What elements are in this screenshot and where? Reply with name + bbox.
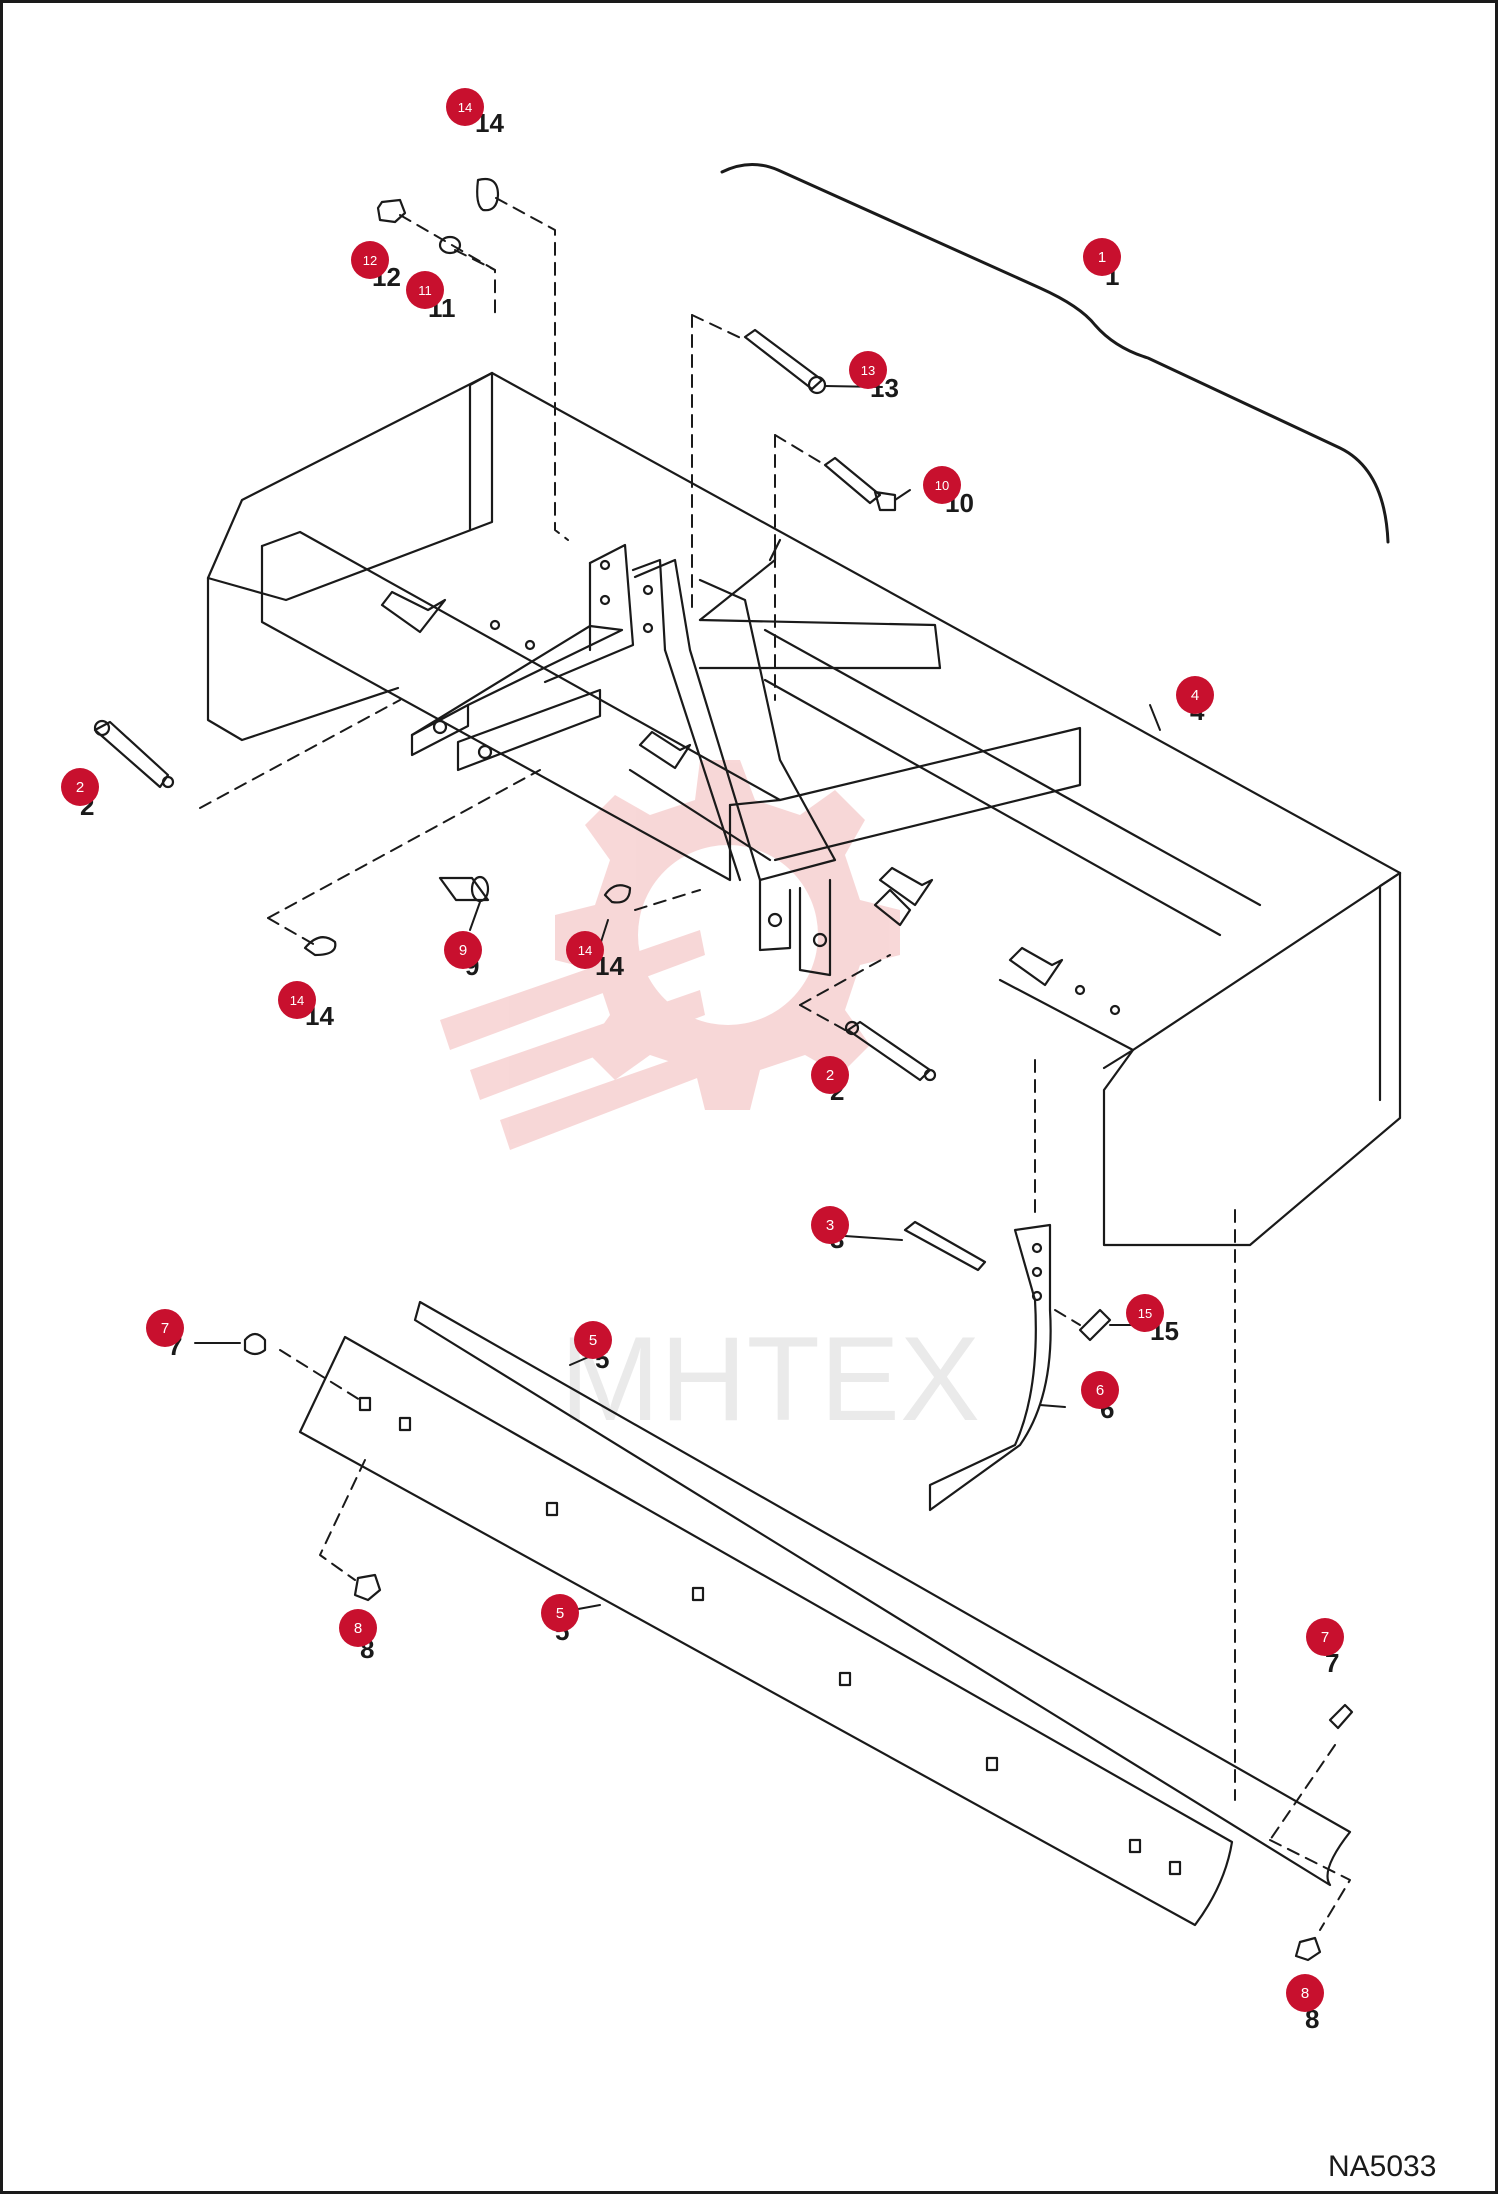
callout-number: 3 <box>826 1217 834 1234</box>
callout-c10[interactable]: 10 <box>923 466 961 504</box>
callout-badge-circle <box>351 241 389 279</box>
watermark-stripes <box>440 930 705 1150</box>
callout-c14c[interactable]: 14 <box>278 981 316 1019</box>
a-frame-hitch <box>410 543 837 977</box>
callout-number: 2 <box>826 1067 834 1084</box>
callout-badge-circle <box>444 931 482 969</box>
callout-number: 2 <box>76 779 84 796</box>
callout-number: 12 <box>363 253 377 268</box>
watermark-logo: МНТЕХ <box>440 760 980 1446</box>
callout-number: 6 <box>1096 1382 1104 1399</box>
callout-number: 1 <box>1098 249 1106 266</box>
callout-badge-circle <box>339 1609 377 1647</box>
watermark-text: МНТЕХ <box>560 1312 980 1446</box>
callout-number: 7 <box>1321 1629 1329 1646</box>
callout-badge-circle <box>278 981 316 1019</box>
callout-c12[interactable]: 12 <box>351 241 389 279</box>
callout-c9[interactable]: 9 <box>444 931 482 969</box>
callout-c2a[interactable]: 2 <box>61 768 99 806</box>
callout-badge-circle <box>406 271 444 309</box>
callout-badge-circle <box>1176 676 1214 714</box>
callout-badge-circle <box>1083 238 1121 276</box>
box-blade-body <box>206 371 1402 1247</box>
callout-badge-circle <box>811 1206 849 1244</box>
callout-badge-circle <box>574 1321 612 1359</box>
callout-number: 14 <box>290 993 304 1008</box>
callout-number: 7 <box>161 1320 169 1337</box>
callout-badge-circle <box>1126 1294 1164 1332</box>
callout-badge-circle <box>1081 1371 1119 1409</box>
callout-number: 13 <box>861 363 875 378</box>
callout-c4[interactable]: 4 <box>1176 676 1214 714</box>
callout-c2b[interactable]: 2 <box>811 1056 849 1094</box>
callout-c7a[interactable]: 7 <box>146 1309 184 1347</box>
callout-number: 9 <box>459 942 467 959</box>
assembly-dash-lines <box>199 197 1351 1931</box>
callout-c13[interactable]: 13 <box>849 351 887 389</box>
callout-number: 5 <box>589 1332 597 1349</box>
callout-number: 14 <box>578 943 592 958</box>
shank-mounts <box>380 590 1121 1016</box>
callout-number: 14 <box>458 100 472 115</box>
drawing-code: NA5033 <box>1328 2150 1436 2183</box>
callout-badge-circle <box>566 931 604 969</box>
callout-badge-circle <box>1306 1618 1344 1656</box>
callout-badge-circle <box>849 351 887 389</box>
callout-number: 5 <box>556 1605 564 1622</box>
callout-c8a[interactable]: 8 <box>339 1609 377 1647</box>
callout-number: 15 <box>1138 1306 1152 1321</box>
callout-number: 8 <box>354 1620 362 1637</box>
callout-c7b[interactable]: 7 <box>1306 1618 1344 1656</box>
callout-number: 10 <box>935 478 949 493</box>
callout-c14a[interactable]: 14 <box>446 88 484 126</box>
callout-badge-circle <box>541 1594 579 1632</box>
callout-badge-circle <box>146 1309 184 1347</box>
callout-badge-circle <box>923 466 961 504</box>
callout-badge-circle <box>811 1056 849 1094</box>
callout-c8b[interactable]: 8 <box>1286 1974 1324 2012</box>
callout-c15[interactable]: 15 <box>1126 1294 1164 1332</box>
callout-c3[interactable]: 3 <box>811 1206 849 1244</box>
callout-c14b[interactable]: 14 <box>566 931 604 969</box>
callout-number: 4 <box>1191 687 1199 704</box>
callout-c1[interactable]: 1 <box>1083 238 1121 276</box>
callout-c6[interactable]: 6 <box>1081 1371 1119 1409</box>
callout-c5a[interactable]: 5 <box>574 1321 612 1359</box>
line-art <box>93 163 1402 1962</box>
callout-badge-circle <box>61 768 99 806</box>
callout-c5b[interactable]: 5 <box>541 1594 579 1632</box>
callout-badge-circle <box>446 88 484 126</box>
callout-number: 11 <box>418 283 432 298</box>
callout-c11[interactable]: 11 <box>406 271 444 309</box>
assembly-brace <box>720 163 1390 544</box>
callout-badge-circle <box>1286 1974 1324 2012</box>
callout-number: 8 <box>1301 1985 1309 2002</box>
watermark-gear-hole <box>638 845 818 1025</box>
small-parts <box>93 177 1354 1962</box>
